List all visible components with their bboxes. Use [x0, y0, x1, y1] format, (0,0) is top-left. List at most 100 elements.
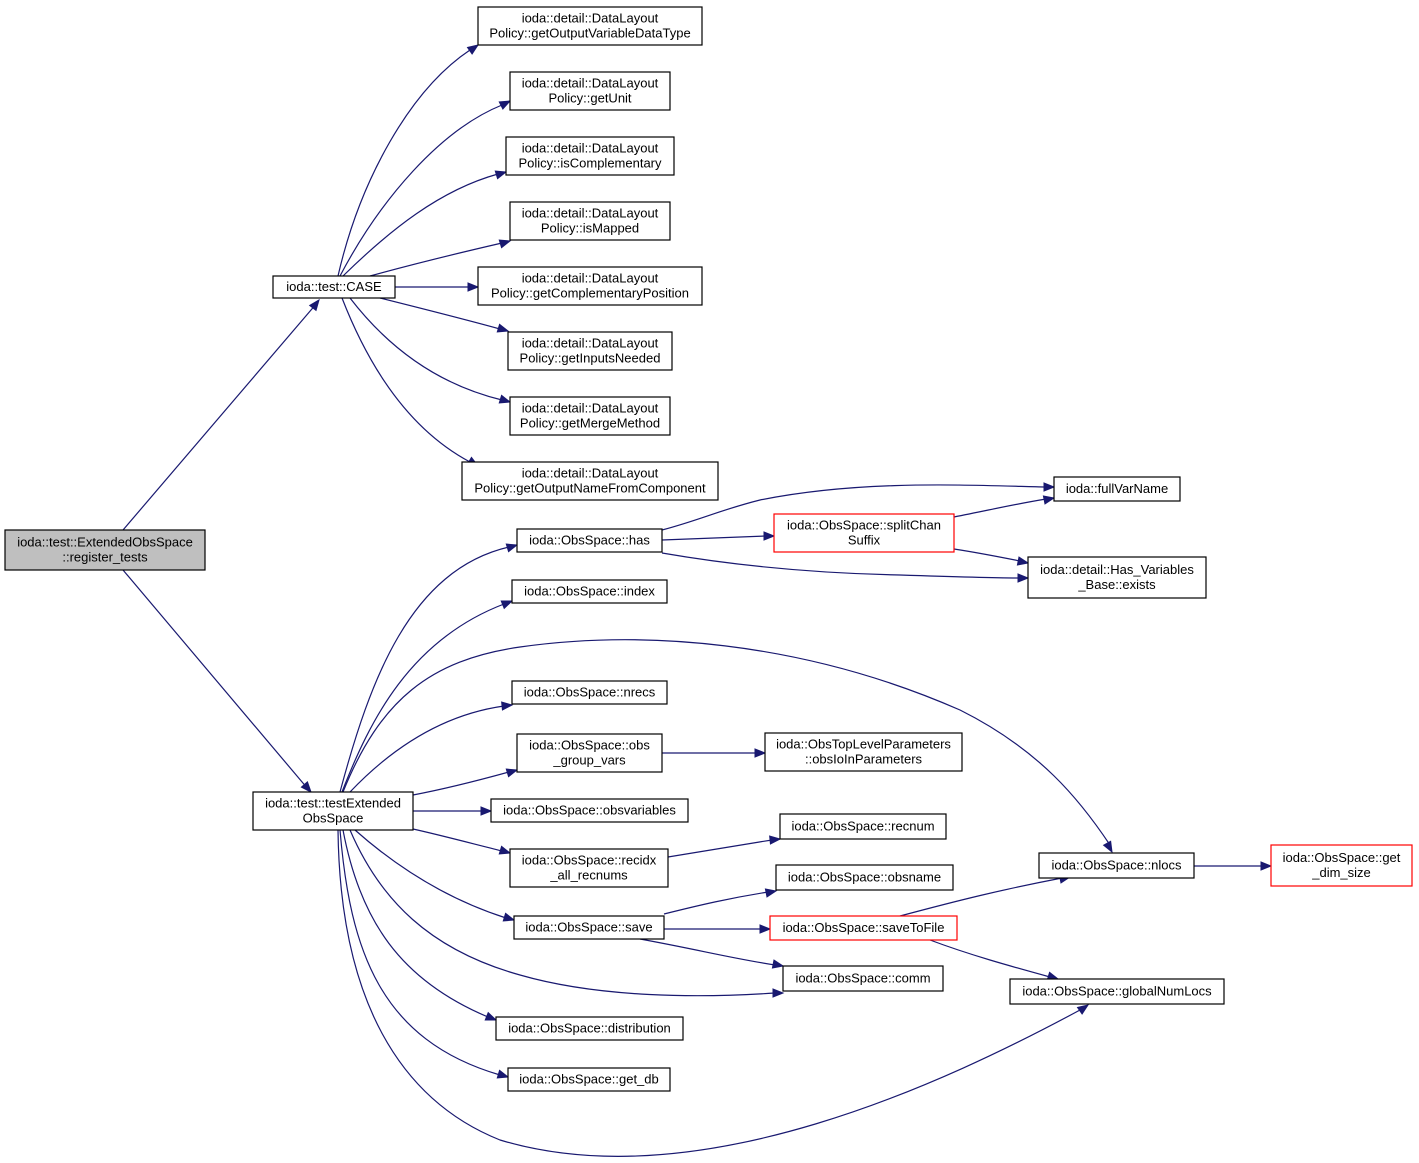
node-has[interactable]: ioda::ObsSpace::has [516, 528, 663, 553]
arrowhead [496, 1069, 510, 1079]
edge-testext-to-getdb [339, 829, 510, 1079]
edge-testext-to-comm [349, 829, 785, 998]
node-label-line: ioda::detail::DataLayout [522, 271, 659, 286]
node-d1[interactable]: ioda::detail::DataLayoutPolicy::getOutpu… [477, 6, 703, 46]
edge-case-to-d2 [339, 100, 512, 277]
edge-case-to-d3 [342, 170, 508, 277]
edge-has-to-exists [661, 552, 1030, 583]
node-label-line: ioda::ObsSpace::nlocs [1051, 858, 1182, 873]
node-label-line: ioda::ObsTopLevelParameters [776, 737, 951, 752]
arrowhead [466, 44, 480, 55]
edge-split-to-fullvar [953, 495, 1056, 518]
node-label-line: Policy::getUnit [548, 91, 631, 106]
edge-case-to-d5 [395, 282, 480, 292]
arrowhead [769, 835, 782, 845]
edge-case-to-d6 [379, 297, 510, 333]
node-label-line: ioda::test::testExtended [265, 796, 401, 811]
node-label-line: ioda::ObsSpace::obs [529, 738, 650, 753]
edge-case-to-d8 [341, 297, 480, 467]
arrowhead [763, 531, 776, 541]
node-label-line: Policy::getMergeMethod [520, 416, 660, 431]
arrowhead [498, 100, 512, 110]
node-index[interactable]: ioda::ObsSpace::index [511, 579, 668, 604]
node-label-line: Policy::getOutputNameFromComponent [474, 481, 706, 496]
node-exists[interactable]: ioda::detail::Has_Variables_Base::exists [1027, 556, 1207, 599]
node-label-line: ioda::test::CASE [286, 279, 382, 294]
node-d8[interactable]: ioda::detail::DataLayoutPolicy::getOutpu… [461, 461, 719, 501]
node-nrecs[interactable]: ioda::ObsSpace::nrecs [511, 680, 668, 705]
node-label-line: ioda::test::ExtendedObsSpace [17, 535, 193, 550]
node-d6[interactable]: ioda::detail::DataLayoutPolicy::getInput… [507, 331, 673, 371]
edge-recidx-to-recnum [667, 835, 782, 858]
arrowhead [772, 988, 785, 998]
edge-testext-to-globalnum [337, 829, 1090, 1157]
node-label-line: _Base::exists [1077, 577, 1156, 592]
node-d7[interactable]: ioda::detail::DataLayoutPolicy::getMerge… [509, 396, 671, 436]
edge-case-to-d4 [369, 239, 512, 277]
node-distribution[interactable]: ioda::ObsSpace::distribution [495, 1016, 684, 1041]
node-d3[interactable]: ioda::detail::DataLayoutPolicy::isComple… [505, 136, 675, 176]
node-label-line: ioda::detail::DataLayout [522, 76, 659, 91]
node-getdim[interactable]: ioda::ObsSpace::get_dim_size [1270, 844, 1413, 887]
edge-testext-to-nrecs [349, 701, 514, 793]
node-label-line: ioda::ObsSpace::globalNumLocs [1022, 984, 1212, 999]
node-label-line: ObsSpace [303, 811, 364, 826]
edge-case-to-d1 [337, 44, 480, 277]
node-label-line: _dim_size [1311, 865, 1371, 880]
node-label-line: ioda::fullVarName [1066, 481, 1168, 496]
edge-obsgv-to-toplevel [662, 748, 767, 758]
edge-root-to-testext [122, 569, 312, 794]
node-save[interactable]: ioda::ObsSpace::save [513, 915, 665, 940]
edge-testext-to-has [339, 543, 519, 793]
node-label-line: ioda::ObsSpace::index [524, 584, 655, 599]
node-obsvars[interactable]: ioda::ObsSpace::obsvariables [490, 798, 689, 823]
edge-testext-to-recidx [412, 828, 512, 855]
edge-save-to-comm [639, 938, 785, 969]
node-label-line: ::register_tests [62, 550, 148, 565]
node-label-line: ioda::ObsSpace::recnum [791, 819, 934, 834]
arrowhead [502, 912, 516, 922]
node-label-line: ioda::ObsSpace::splitChan [787, 518, 941, 533]
node-label-line: _all_recnums [549, 868, 628, 883]
node-label-line: ioda::ObsSpace::save [525, 920, 652, 935]
edge-split-to-exists [953, 548, 1030, 566]
node-fullvar[interactable]: ioda::fullVarName [1053, 476, 1181, 502]
node-recnum[interactable]: ioda::ObsSpace::recnum [779, 813, 947, 840]
node-label-line: Policy::getInputsNeeded [520, 351, 661, 366]
edge-testext-to-obsgv [412, 768, 519, 796]
node-label-line: ioda::ObsSpace::get [1283, 850, 1401, 865]
node-label-line: ioda::ObsSpace::comm [795, 971, 930, 986]
node-obsname[interactable]: ioda::ObsSpace::obsname [775, 864, 954, 891]
node-toplevel[interactable]: ioda::ObsTopLevelParameters::obsIoInPara… [764, 732, 963, 772]
node-getdb[interactable]: ioda::ObsSpace::get_db [507, 1067, 671, 1092]
node-label-line: _group_vars [552, 753, 626, 768]
arrowhead [501, 701, 514, 711]
node-label-line: Policy::isMapped [541, 221, 639, 236]
edge-testext-to-index [341, 600, 514, 793]
node-comm[interactable]: ioda::ObsSpace::comm [782, 965, 944, 992]
node-nlocs[interactable]: ioda::ObsSpace::nlocs [1038, 852, 1195, 879]
node-recidx[interactable]: ioda::ObsSpace::recidx_all_recnums [509, 848, 669, 888]
arrowhead [764, 888, 778, 898]
node-globalnum[interactable]: ioda::ObsSpace::globalNumLocs [1009, 978, 1225, 1005]
arrowhead [1017, 573, 1030, 583]
node-label-line: ioda::ObsSpace::obsname [788, 870, 941, 885]
edge-save-to-obsname [663, 888, 778, 915]
node-case[interactable]: ioda::test::CASE [272, 275, 396, 299]
node-label-line: ioda::detail::Has_Variables [1040, 562, 1194, 577]
arrowhead [759, 924, 772, 934]
edge-savetofile-to-globalnum [929, 939, 1060, 981]
edge-root-to-case [122, 298, 320, 531]
node-label-line: ioda::detail::DataLayout [522, 206, 659, 221]
node-label-line: ioda::ObsSpace::nrecs [524, 685, 656, 700]
node-label-line: ::obsIoInParameters [805, 752, 923, 767]
node-obsgv[interactable]: ioda::ObsSpace::obs_group_vars [516, 733, 663, 773]
arrowhead [308, 298, 320, 312]
node-d5[interactable]: ioda::detail::DataLayoutPolicy::getCompl… [477, 266, 703, 306]
node-savetofile[interactable]: ioda::ObsSpace::saveToFile [769, 915, 958, 941]
